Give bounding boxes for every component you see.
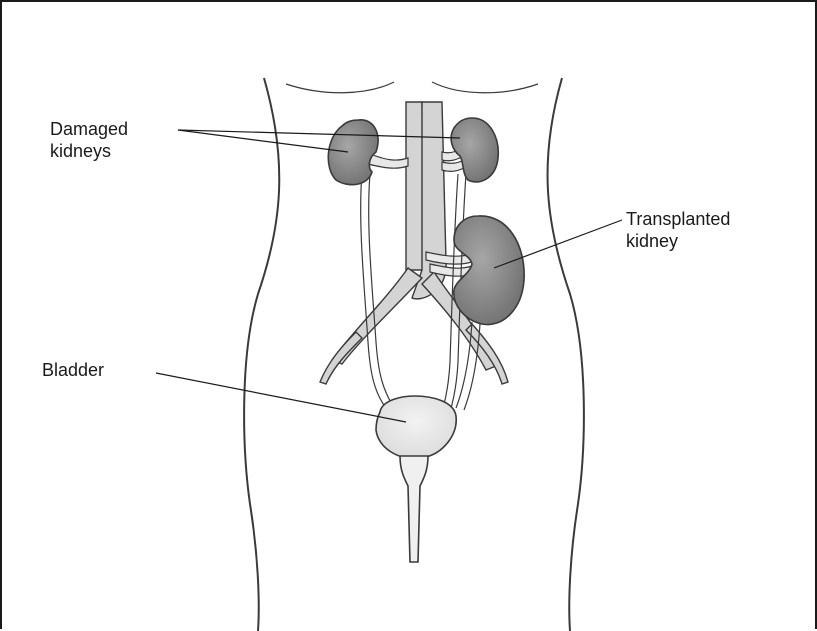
left-iliac-branch bbox=[320, 332, 362, 384]
leader-lines bbox=[156, 130, 622, 422]
label-bladder: Bladder bbox=[42, 359, 104, 381]
torso-left-contour bbox=[244, 78, 279, 631]
bladder-icon bbox=[376, 396, 456, 459]
label-damaged-line2: kidneys bbox=[50, 140, 128, 162]
label-transplanted-line2: kidney bbox=[626, 230, 730, 252]
left-ureter-inner bbox=[369, 174, 392, 404]
right-iliac-branch bbox=[466, 324, 508, 384]
right-damaged-kidney-icon bbox=[451, 118, 498, 182]
label-damaged-line1: Damaged bbox=[50, 118, 128, 140]
right-renal-vessel-lower bbox=[442, 160, 464, 171]
left-damaged-kidney-icon bbox=[328, 120, 378, 185]
chest-curve-left bbox=[286, 82, 394, 93]
chest-curve-right bbox=[432, 82, 538, 93]
bladder-leader bbox=[156, 373, 406, 422]
left-renal-vessel bbox=[368, 154, 408, 168]
left-ureter bbox=[361, 172, 386, 408]
label-transplanted-kidney: Transplanted kidney bbox=[626, 208, 730, 252]
damaged-leader-left bbox=[178, 130, 348, 152]
label-transplanted-line1: Transplanted bbox=[626, 208, 730, 230]
torso-right-contour bbox=[548, 78, 584, 631]
bladder-group bbox=[376, 396, 456, 562]
urethra bbox=[400, 456, 428, 562]
label-damaged-kidneys: Damaged kidneys bbox=[50, 118, 128, 162]
